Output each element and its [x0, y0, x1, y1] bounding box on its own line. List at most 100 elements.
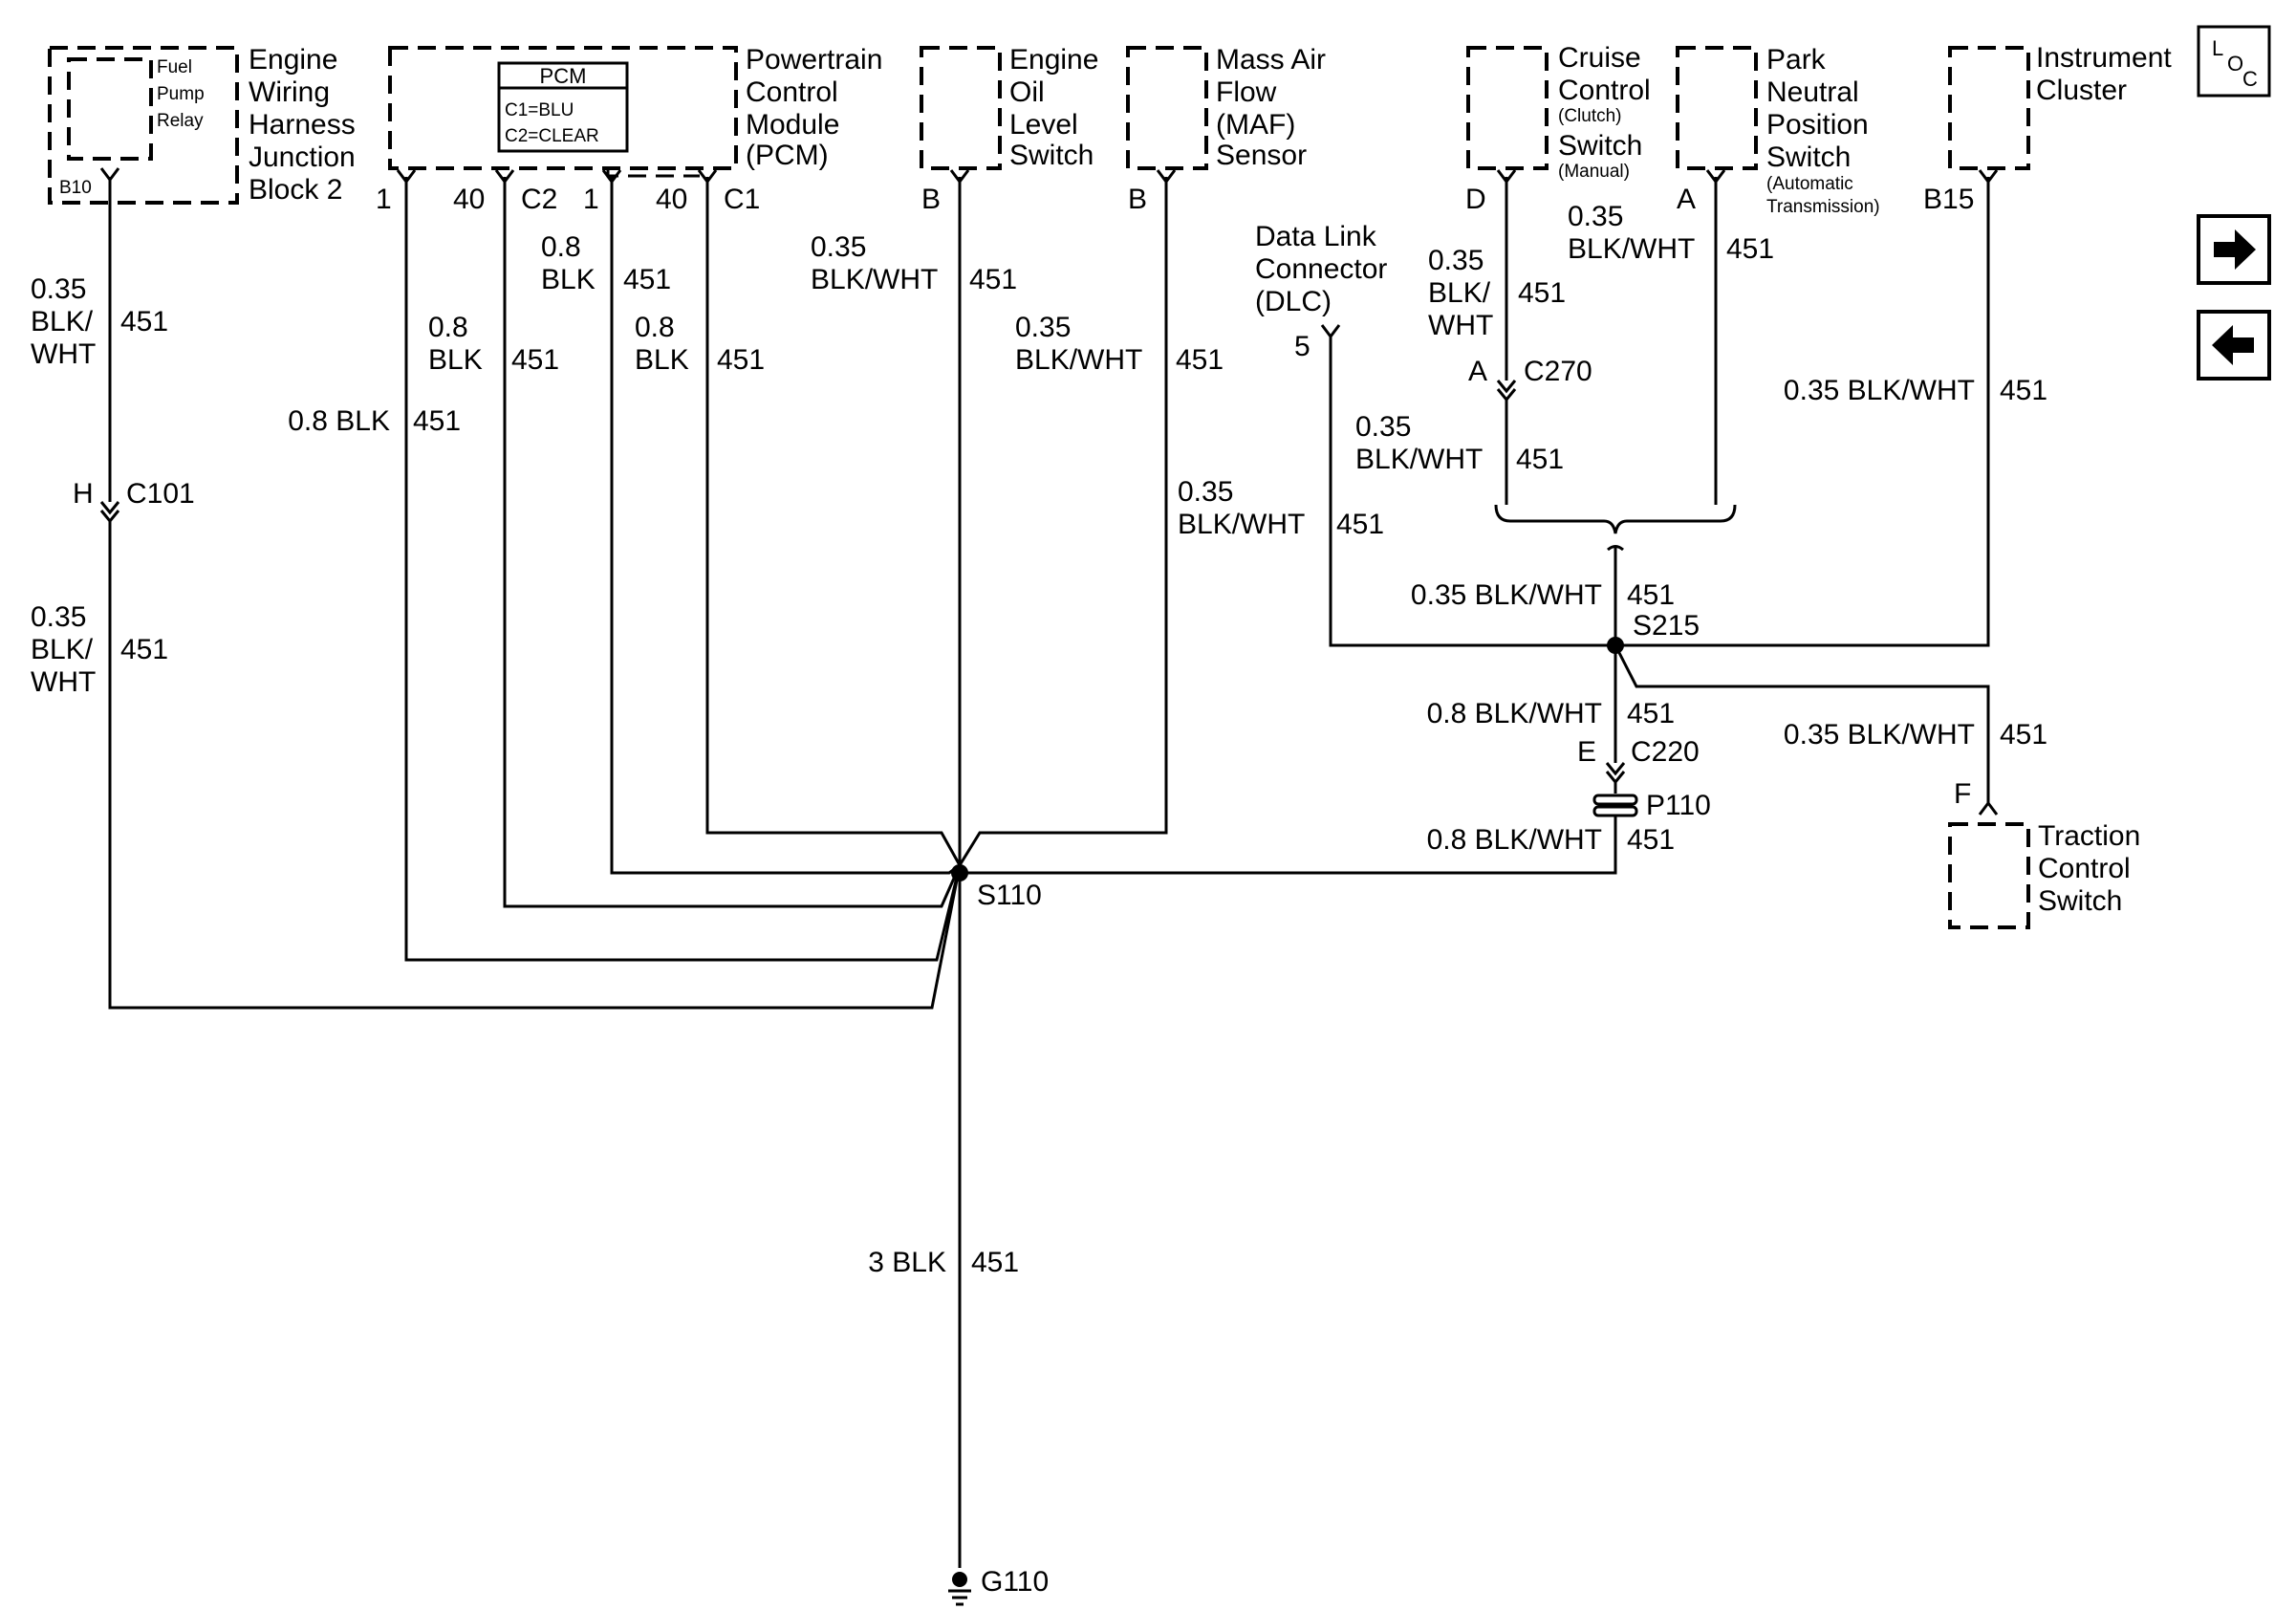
- wire-c101-to-s110: [108, 521, 962, 1010]
- wire-dlc: [1329, 335, 1615, 647]
- pcm-pin-c2-1: 1: [376, 184, 392, 215]
- pass-through-p110: P110: [1592, 790, 1711, 821]
- w-b10-bot-size: 0.35: [31, 601, 86, 633]
- loc-letter-c: C: [2242, 67, 2258, 91]
- pcm-pin-c2-40: 40: [453, 184, 485, 215]
- terminal-pcm-c2-40: [494, 169, 515, 185]
- s215-name: S215: [1633, 610, 1700, 642]
- w-pnp-circuit: 451: [1726, 233, 1774, 265]
- pcm-conn-c2: C2: [521, 184, 557, 215]
- wire-maf: [958, 177, 1168, 866]
- w-tcs-label: 0.35 BLK/WHT: [1784, 719, 1975, 751]
- cruise-label-line-1: Cruise: [1558, 42, 1641, 74]
- pnp-sub-line-1: (Automatic: [1766, 174, 1853, 194]
- w-pcm-c1-1-size: 0.8: [541, 231, 581, 263]
- w-maf-bot-color: BLK/WHT: [1178, 509, 1305, 540]
- data-link-connector: Data Link Connector (DLC) 5: [1255, 221, 1387, 362]
- location-icon: L O C: [2197, 25, 2271, 98]
- w-p110-circuit: 451: [1627, 824, 1675, 856]
- connector-c270: A C270: [1468, 356, 1592, 402]
- ground-g110-label: G110: [981, 1566, 1049, 1598]
- w-pnp-color: BLK/WHT: [1568, 233, 1695, 265]
- w-p110-label: 0.8 BLK/WHT: [1427, 824, 1602, 856]
- w-cruise-circuit: 451: [1518, 277, 1566, 309]
- wire-brace: [1494, 504, 1737, 534]
- ewhjb-pin-b10: B10: [59, 178, 92, 198]
- connector-c220: E C220: [1577, 736, 1700, 794]
- c101-name: C101: [126, 478, 195, 510]
- w-maf-top-size: 0.35: [1015, 312, 1071, 343]
- fuel-pump-relay-label-1: Fuel: [157, 57, 192, 77]
- ewhjb-label-line-4: Junction: [249, 141, 356, 173]
- w-s215-c220-label: 0.8 BLK/WHT: [1427, 698, 1602, 729]
- w-s215-c220-circuit: 451: [1627, 698, 1675, 729]
- engine-oil-level-switch: Engine Oil Level Switch B: [920, 44, 1098, 215]
- w-pcm-c1-1-circuit: 451: [623, 264, 671, 295]
- pcm-label-line-4: (PCM): [746, 140, 829, 171]
- w-b10-top-color-2: WHT: [31, 338, 96, 370]
- wire-brace-down: [1607, 545, 1624, 645]
- w-tcs-circuit: 451: [2000, 719, 2047, 751]
- splice-s215: S215: [1607, 610, 1700, 654]
- wire-p110-to-s110: [960, 815, 1617, 875]
- cruise-sub-clutch: (Clutch): [1558, 106, 1622, 126]
- terminal-maf-b: [1156, 169, 1177, 185]
- loc-letter-o: O: [2227, 52, 2243, 76]
- w-b10-top-size: 0.35: [31, 273, 86, 305]
- pcm-c2-note: C2=CLEAR: [505, 126, 599, 146]
- pcm-box-header: PCM: [540, 64, 587, 88]
- dlc-label-line-1: Data Link: [1255, 221, 1377, 252]
- tcs-label-line-1: Traction: [2038, 820, 2140, 852]
- pcm-c1-note: C1=BLU: [505, 100, 574, 120]
- w-maf-top-color: BLK/WHT: [1015, 344, 1142, 376]
- pcm-label-line-1: Powertrain: [746, 44, 882, 76]
- w-maf-bot-size: 0.35: [1178, 476, 1233, 508]
- terminal-b10: [99, 167, 120, 183]
- pcm-pin-c1-1: 1: [583, 184, 599, 215]
- next-page-button[interactable]: [2197, 214, 2271, 285]
- pnp-label-line-3: Position: [1766, 109, 1869, 141]
- w-pcm-c1-1-color: BLK: [541, 264, 596, 295]
- ic-pin-b15: B15: [1923, 184, 1974, 215]
- cruise-pin-d: D: [1465, 184, 1486, 215]
- previous-page-button[interactable]: [2197, 310, 2271, 381]
- terminal-pcm-c2-1: [396, 169, 417, 185]
- w-b10-bot-color-2: WHT: [31, 666, 96, 698]
- w-maf-top-circuit: 451: [1176, 344, 1224, 376]
- mass-air-flow-sensor: Mass Air Flow (MAF) Sensor B: [1126, 44, 1326, 215]
- eols-pin-b: B: [921, 184, 941, 215]
- wiring: [108, 177, 1990, 1568]
- cruise-label-switch: Switch: [1558, 130, 1642, 162]
- p110-name: P110: [1646, 790, 1711, 821]
- eols-label-line-1: Engine: [1009, 44, 1098, 76]
- maf-label-line-3: (MAF): [1216, 109, 1295, 141]
- eols-label-line-3: Level: [1009, 109, 1078, 141]
- fuel-pump-relay-label-2: Pump: [157, 84, 205, 104]
- w-c270-color: BLK/WHT: [1355, 444, 1483, 475]
- powertrain-control-module: PCM C1=BLU C2=CLEAR Powertrain Control M…: [376, 44, 882, 215]
- maf-label-line-4: Sensor: [1216, 140, 1307, 171]
- ewhjb-label-line-3: Harness: [249, 109, 356, 141]
- maf-pin-b: B: [1128, 184, 1147, 215]
- engine-wiring-harness-junction-block-2: Fuel Pump Relay Engine Wiring Harness Ju…: [48, 44, 356, 206]
- w-pcm-c2-1-label: 0.8 BLK: [288, 405, 390, 437]
- ewhjb-label-line-5: Block 2: [249, 174, 342, 206]
- pnp-label-line-2: Neutral: [1766, 76, 1859, 108]
- park-neutral-position-switch: Park Neutral Position Switch (Automatic …: [1676, 44, 1880, 217]
- wire-pcm-c2-pin40: [503, 177, 962, 908]
- w-eols-size: 0.35: [811, 231, 866, 263]
- dlc-label-line-3: (DLC): [1255, 286, 1332, 317]
- w-cruise-size: 0.35: [1428, 245, 1484, 276]
- c270-name: C270: [1524, 356, 1592, 387]
- instrument-cluster: Instrument Cluster B15: [1923, 42, 2172, 215]
- ground-g110: G110: [948, 1566, 1049, 1606]
- connector-c101: H C101: [73, 478, 195, 524]
- fuel-pump-relay-label-3: Relay: [157, 111, 204, 131]
- tcs-label-line-2: Control: [2038, 853, 2131, 884]
- w-ic-label: 0.35 BLK/WHT: [1784, 375, 1975, 406]
- terminal-tcs-f: [1978, 800, 1999, 816]
- splice-s110: S110: [951, 864, 1042, 911]
- c220-pin-e: E: [1577, 736, 1596, 768]
- w-pcm-c1-40-color: BLK: [635, 344, 689, 376]
- terminal-pcm-c1-40: [697, 169, 718, 185]
